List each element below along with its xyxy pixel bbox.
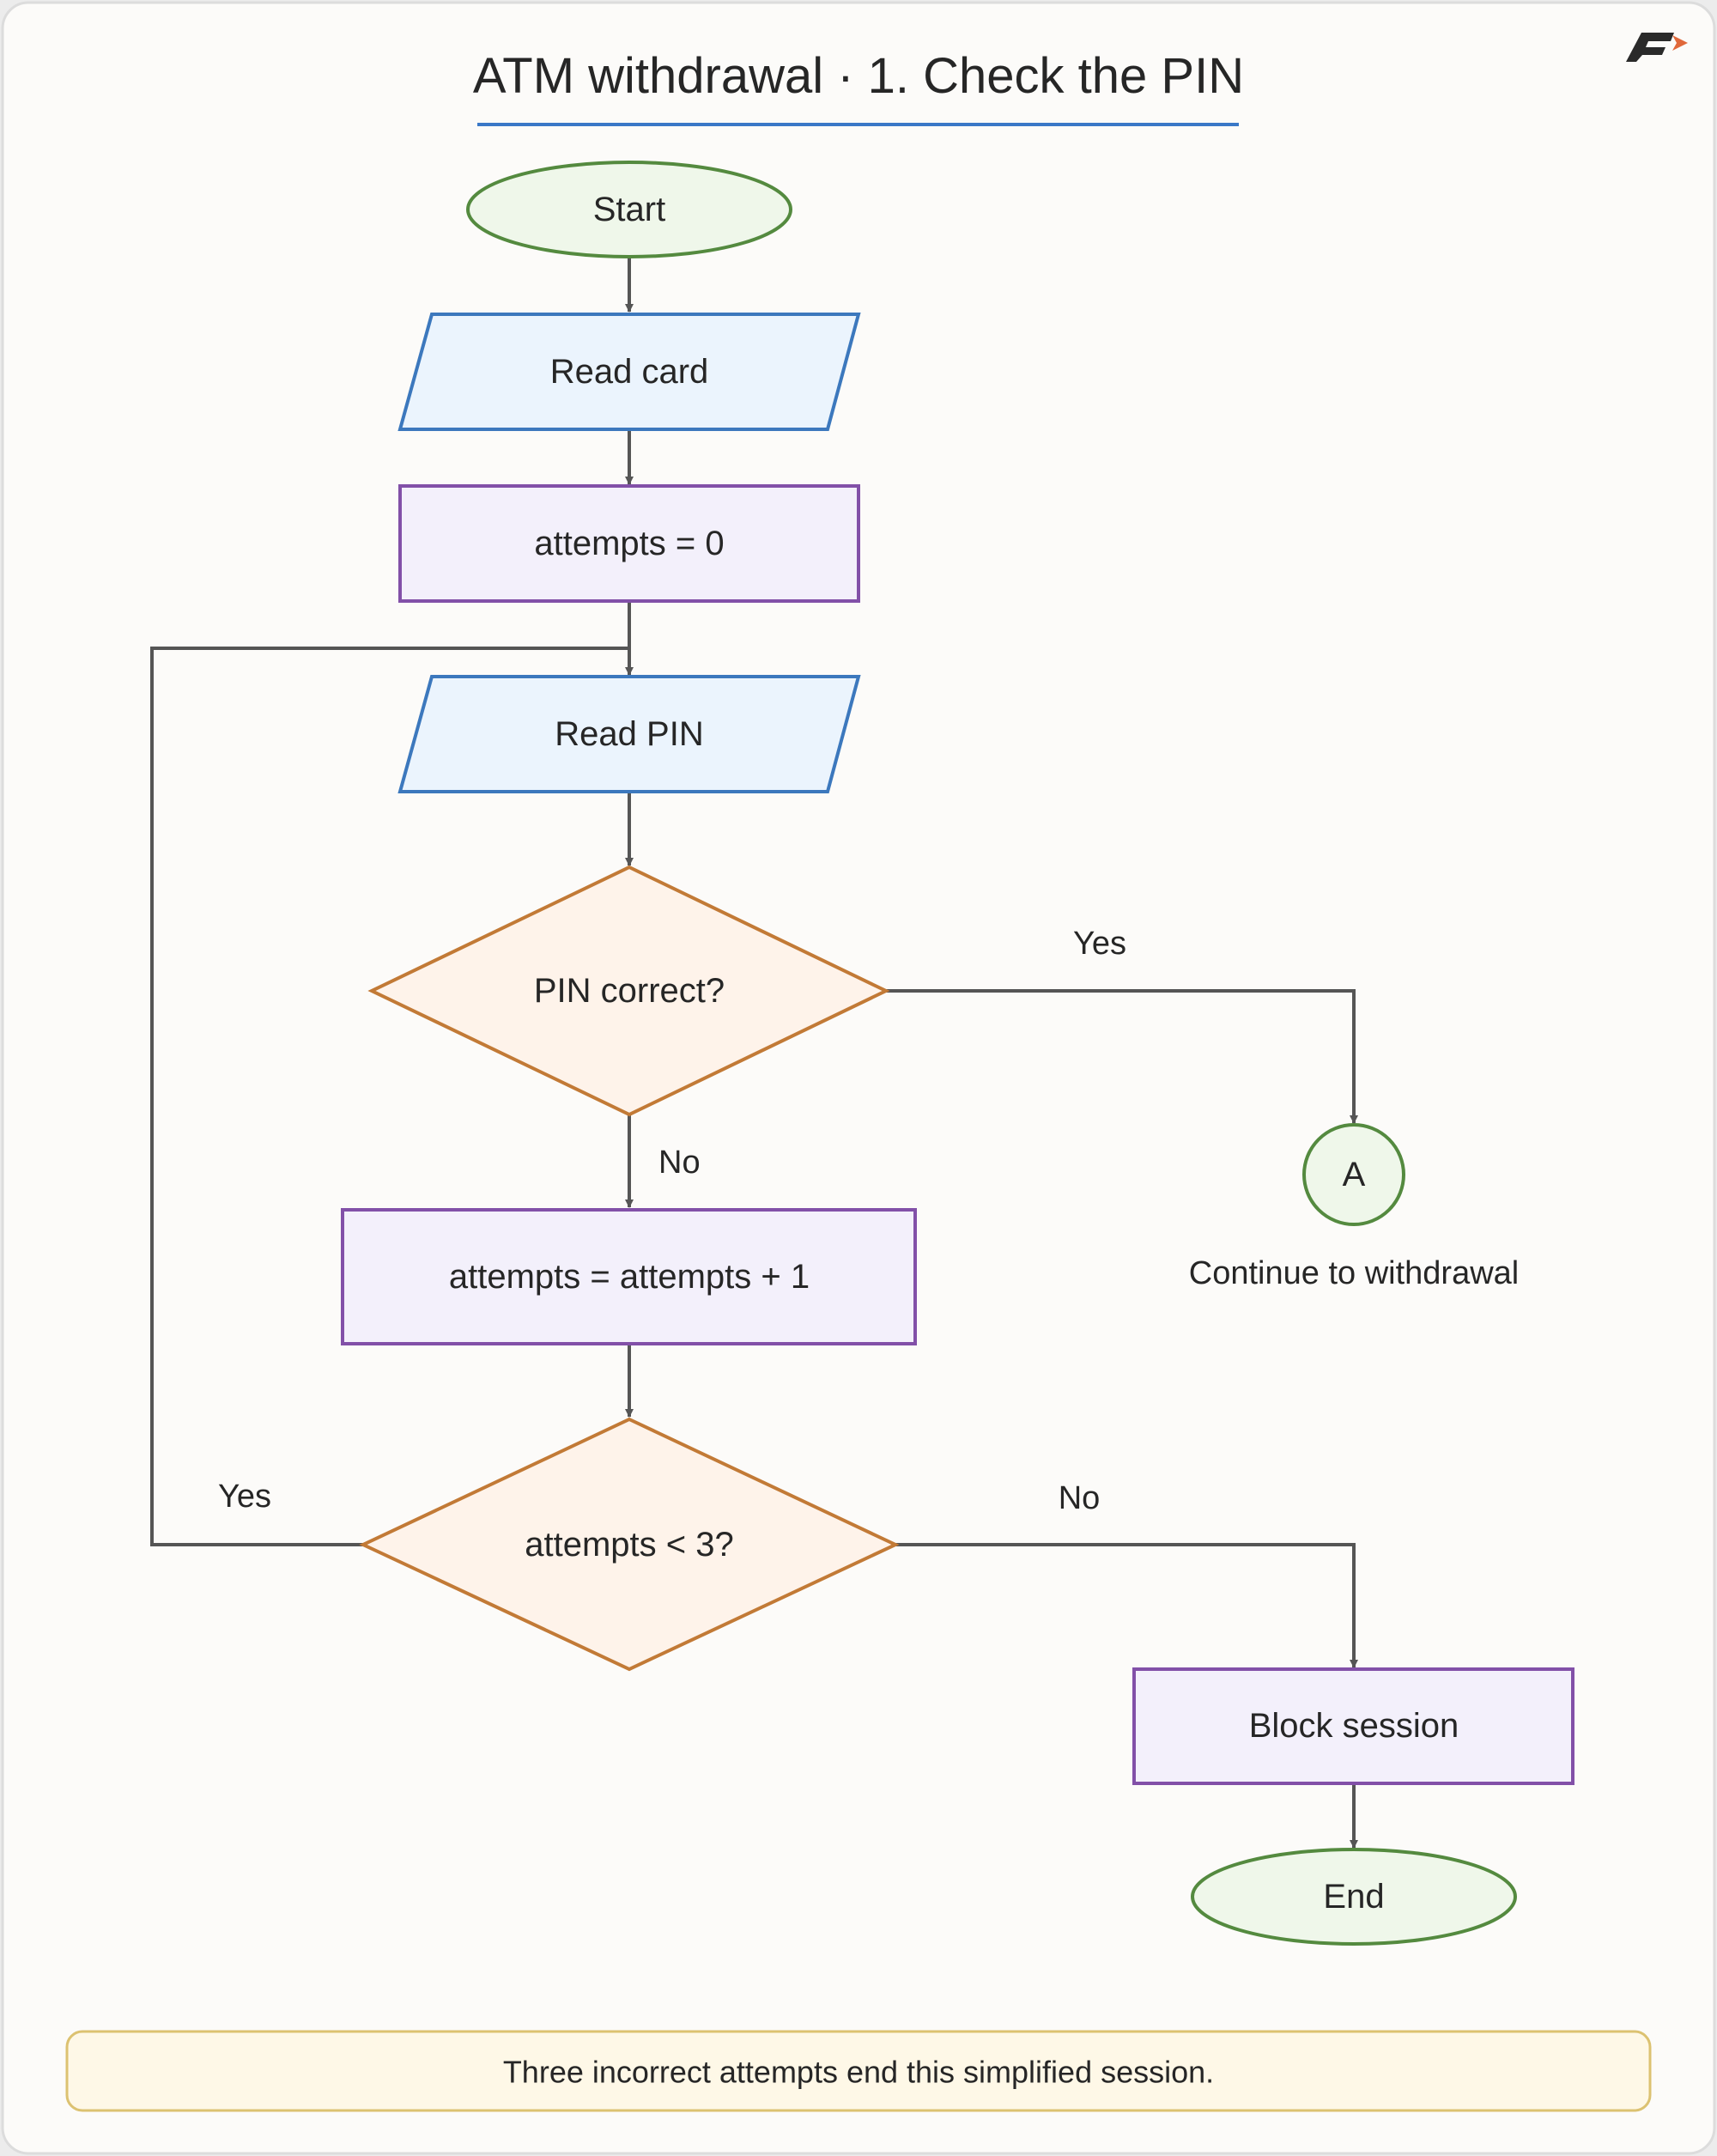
connector-a-label: A: [1343, 1156, 1366, 1193]
attempts-check-label: attempts < 3?: [525, 1526, 733, 1564]
increment-attempts-node: attempts = attempts + 1: [341, 1208, 917, 1345]
init-attempts-node: attempts = 0: [398, 484, 860, 603]
pin-correct-label: PIN correct?: [534, 972, 725, 1010]
pin-no-label: No: [658, 1145, 701, 1181]
end-label: End: [1323, 1878, 1384, 1916]
brand-logo-icon: [1626, 33, 1688, 62]
connector-attempts-yes-loop: [150, 647, 629, 1546]
attempts-yes-label: Yes: [218, 1479, 271, 1515]
footnote-text: Three incorrect attempts end this simpli…: [503, 2055, 1214, 2090]
diagram-title: ATM withdrawal · 1. Check the PIN: [473, 48, 1244, 104]
read-card-node: Read card: [397, 313, 861, 431]
increment-attempts-label: attempts = attempts + 1: [449, 1258, 810, 1296]
block-session-label: Block session: [1249, 1707, 1459, 1745]
connector-pin-yes-to-a: [886, 989, 1358, 1124]
start-label: Start: [593, 191, 665, 228]
init-attempts-label: attempts = 0: [534, 525, 724, 562]
connector-a-node: A: [1302, 1123, 1405, 1226]
connector-attempts-no-to-block: [895, 1543, 1358, 1668]
start-node: Start: [466, 161, 792, 258]
connector-a-caption: Continue to withdrawal: [1189, 1255, 1519, 1291]
pin-yes-label: Yes: [1073, 926, 1126, 962]
attempts-check-decision: attempts < 3?: [359, 1417, 900, 1672]
read-card-label: Read card: [550, 353, 709, 391]
attempts-no-label: No: [1059, 1480, 1101, 1516]
read-pin-label: Read PIN: [555, 715, 703, 753]
read-pin-node: Read PIN: [397, 675, 861, 793]
end-node: End: [1191, 1848, 1517, 1946]
block-session-node: Block session: [1132, 1667, 1574, 1785]
pin-correct-decision: PIN correct?: [367, 865, 890, 1117]
footnote-box: Three incorrect attempts end this simpli…: [65, 2030, 1652, 2112]
